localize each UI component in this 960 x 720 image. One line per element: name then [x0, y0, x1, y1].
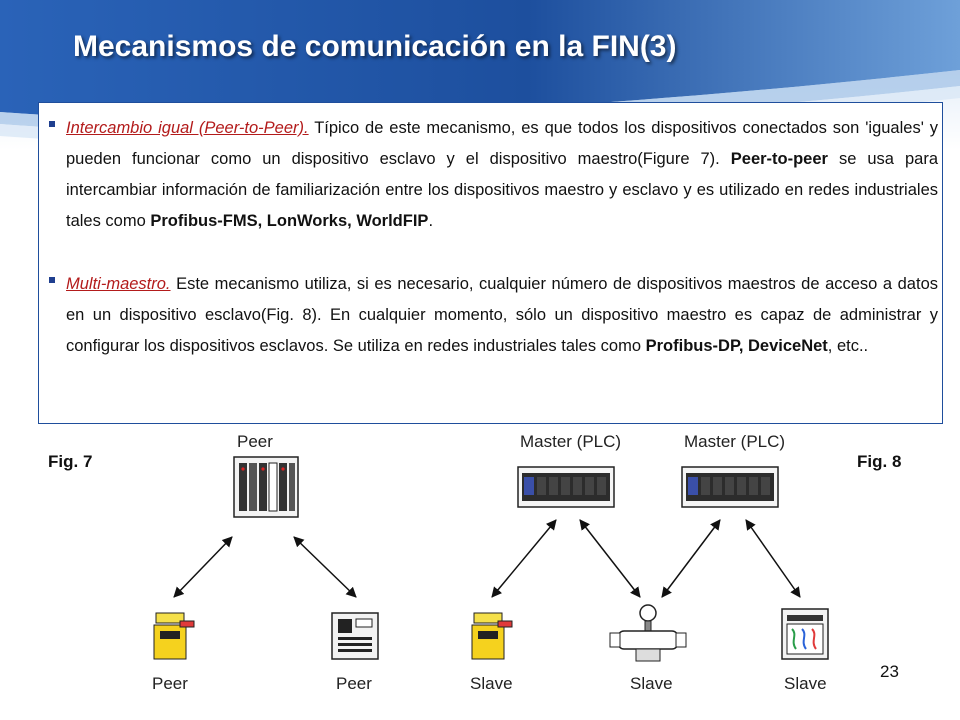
fig7-bottom-right-label: Peer	[336, 674, 372, 693]
bullet-peer-to-peer: Intercambio igual (Peer-to-Peer). Típico…	[39, 113, 944, 237]
network-diagram-svg: Peer	[152, 432, 829, 693]
bullet-text: Multi-maestro. Este mecanismo utiliza, s…	[39, 269, 944, 362]
fig7-top-label: Peer	[237, 432, 273, 451]
text-run: .	[428, 212, 434, 230]
fig7-bottom-left-label: Peer	[152, 674, 188, 693]
slide-title: Mecanismos de comunicación en la FIN(3)	[73, 30, 677, 63]
square-bullet-icon	[49, 121, 55, 127]
fig-8-label: Fig. 8	[857, 452, 902, 471]
fig8-master-left-label: Master (PLC)	[520, 432, 621, 451]
peer-controller-icon	[331, 612, 379, 660]
fig8-slave-left-label: Slave	[470, 674, 513, 693]
slave-valve-icon	[609, 604, 687, 662]
square-bullet-icon	[49, 277, 55, 283]
content-box: Intercambio igual (Peer-to-Peer). Típico…	[38, 102, 943, 424]
master-plc-rack-icon	[681, 466, 779, 508]
bullet-term: Multi-maestro.	[66, 275, 171, 293]
bold-run: Peer-to-peer	[730, 150, 828, 168]
fig-7-label: Fig. 7	[48, 452, 93, 471]
text-run: se usa para intercambiar información de …	[66, 150, 938, 230]
peer-rack-icon	[233, 456, 299, 518]
bullet-term: Intercambio igual (Peer-to-Peer).	[66, 119, 309, 137]
text-run: , etc..	[827, 337, 869, 355]
slave-display-icon	[781, 608, 829, 660]
bullet-text: Intercambio igual (Peer-to-Peer). Típico…	[39, 113, 944, 237]
text-run: Típico de este mecanismo, es que todos l…	[66, 119, 939, 168]
page-number: 23	[880, 662, 899, 681]
fig8-slave-right-label: Slave	[784, 674, 827, 693]
bold-run: Profibus-DP, DeviceNet	[645, 337, 828, 355]
peer-device-yellow-icon	[153, 612, 195, 660]
text-run: Este mecanismo utiliza, si es necesario,…	[66, 275, 938, 355]
fig8-slave-mid-label: Slave	[630, 674, 673, 693]
master-plc-rack-icon	[517, 466, 615, 508]
bullet-multi-maestro: Multi-maestro. Este mecanismo utiliza, s…	[39, 269, 944, 362]
network-diagram: Peer	[136, 425, 848, 700]
fig8-master-right-label: Master (PLC)	[684, 432, 785, 451]
slave-device-yellow-icon	[471, 612, 513, 660]
bold-run: Profibus-FMS, LonWorks, WorldFIP	[150, 212, 429, 230]
